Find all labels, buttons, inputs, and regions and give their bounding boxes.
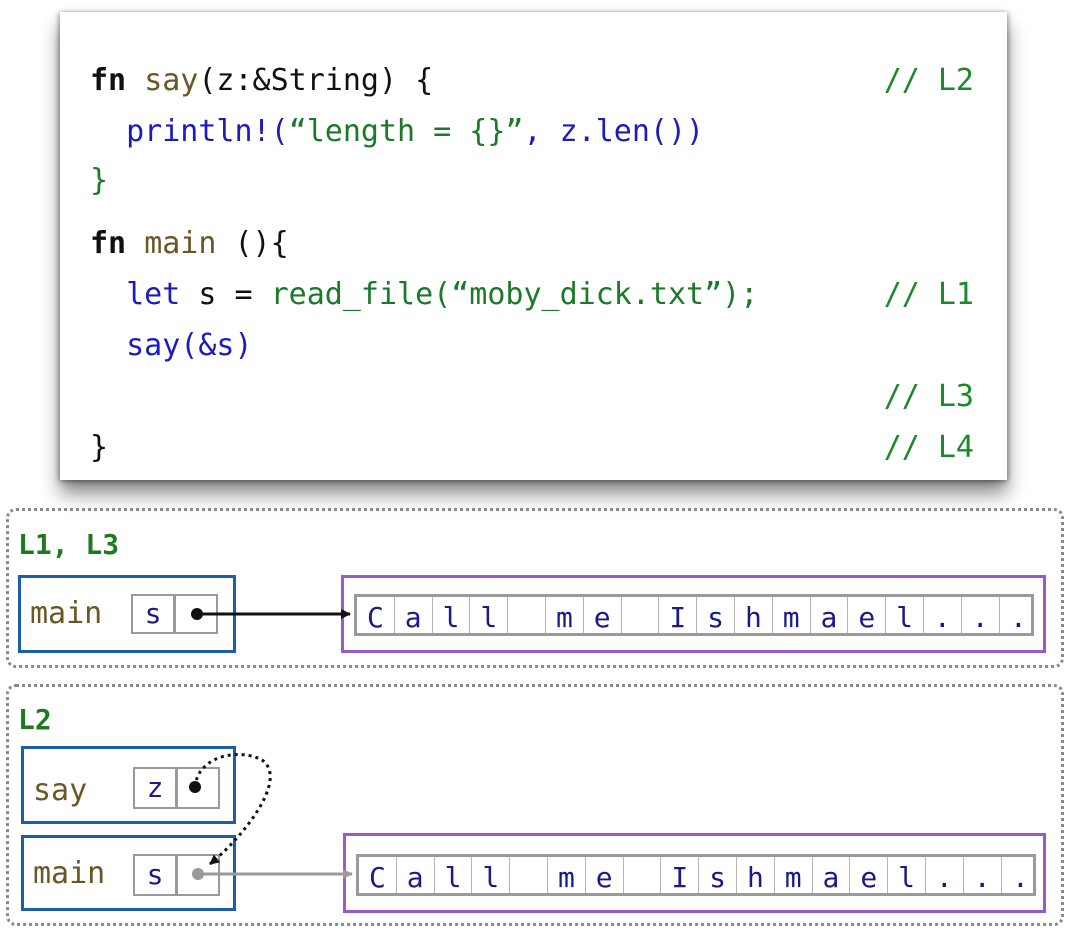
code-token: println!( (126, 114, 289, 149)
heap-char-cell: I (659, 597, 698, 634)
heap-char-cell: l (470, 597, 509, 634)
code-token: } (90, 430, 109, 465)
main-frame-label-l2: main (33, 856, 106, 891)
code-comment: // L4 (883, 430, 974, 465)
code-token (90, 114, 126, 149)
heap-char-cell: l (472, 857, 511, 894)
heap-char-cell: e (848, 597, 887, 634)
heap-char-cell: h (737, 857, 775, 894)
code-token (90, 277, 126, 312)
variable-s-pointer-cell (174, 594, 218, 634)
code-card: fn say(z:&String) { // L2 println!(“lengt… (60, 12, 1007, 480)
say-stack-frame: say z (21, 746, 236, 824)
heap-char-cell: m (548, 857, 586, 894)
heap-char-cell: C (359, 857, 397, 894)
heap-char-cell: C (357, 597, 395, 634)
code-token (126, 63, 144, 98)
variable-z-name: z (133, 767, 177, 809)
code-line-2: println!(“length = {}”, z.len()) (90, 112, 704, 152)
code-token: , (523, 114, 560, 149)
heap-char-cell: e (586, 857, 624, 894)
variable-s-name: s (131, 594, 175, 634)
heap-char-cell: h (735, 597, 773, 634)
heap-char-cell (622, 597, 660, 633)
code-line-4: fn main (){ (90, 224, 289, 264)
code-line-3: } (90, 161, 108, 201)
heap-char-cell: . (1010, 601, 1027, 634)
heap-char-cell: . (1012, 861, 1029, 894)
heap-char-cell: a (811, 597, 849, 634)
code-line-5: let s = read_file(“moby_dick.txt”); (90, 275, 758, 315)
heap-char-cell: m (546, 597, 584, 634)
code-token: fn (90, 226, 127, 261)
heap-char-cell: l (435, 857, 473, 894)
heap-char-cell: . (926, 857, 964, 894)
code-token: } (90, 163, 109, 198)
code-comment: // L2 (883, 63, 974, 98)
panel-l2 (6, 684, 1064, 926)
code-token: say(&s) (126, 328, 253, 363)
main-frame-label: main (30, 596, 103, 631)
heap-char-cell: m (775, 857, 813, 894)
code-comment: // L1 (883, 277, 974, 312)
code-token: z.len()) (559, 114, 705, 149)
code-token: (){ (216, 226, 289, 261)
heap-char-cell: l (888, 857, 926, 894)
main-stack-frame: main s (18, 575, 236, 653)
panel-l1-l3 (6, 508, 1064, 668)
heap-char-cell (508, 597, 546, 633)
heap-char-cell: s (697, 597, 735, 634)
code-token: let (126, 277, 181, 312)
heap-char-cell: e (850, 857, 889, 894)
variable-z-pointer-cell (176, 767, 220, 809)
heap-char-cell: l (433, 597, 471, 634)
heap-char-cell: a (397, 857, 435, 894)
heap-char-cell: l (886, 597, 924, 634)
code-token (126, 226, 144, 261)
heap-char-cell (510, 857, 548, 893)
code-token (90, 328, 126, 363)
code-comment: // L3 (883, 379, 974, 414)
code-line-8: } (90, 428, 108, 468)
heap-char-cell: . (962, 597, 1000, 634)
heap-char-cell: s (699, 857, 737, 894)
code-token: s = (180, 277, 271, 312)
code-token: (z:&String) { (198, 63, 434, 98)
code-token: main (144, 226, 217, 261)
variable-s-pointer-cell-l2 (176, 854, 220, 896)
code-line-1: fn say(z:&String) { (90, 61, 433, 101)
heap-char-cell: . (964, 857, 1002, 894)
heap-char-cell: m (773, 597, 811, 634)
heap-char-cell: e (584, 597, 622, 634)
panel-l2-title: L2 (18, 703, 52, 736)
code-line-6: say(&s) (90, 326, 253, 366)
heap-char-cell: a (813, 857, 851, 894)
code-token: say (144, 63, 199, 98)
main-stack-frame-l2: main s (21, 835, 236, 911)
heap-char-cell (624, 857, 662, 893)
code-token: “length = {}” (288, 114, 524, 149)
heap-char-cell: I (661, 857, 700, 894)
panel-l1-l3-title: L1, L3 (18, 528, 120, 561)
say-frame-label: say (33, 773, 88, 808)
code-token: fn (90, 63, 127, 98)
code-token: read_file(“moby_dick.txt”); (270, 277, 759, 312)
heap-char-cell: . (924, 597, 962, 634)
variable-s-name-l2: s (133, 854, 177, 896)
heap-char-cell: a (395, 597, 433, 634)
